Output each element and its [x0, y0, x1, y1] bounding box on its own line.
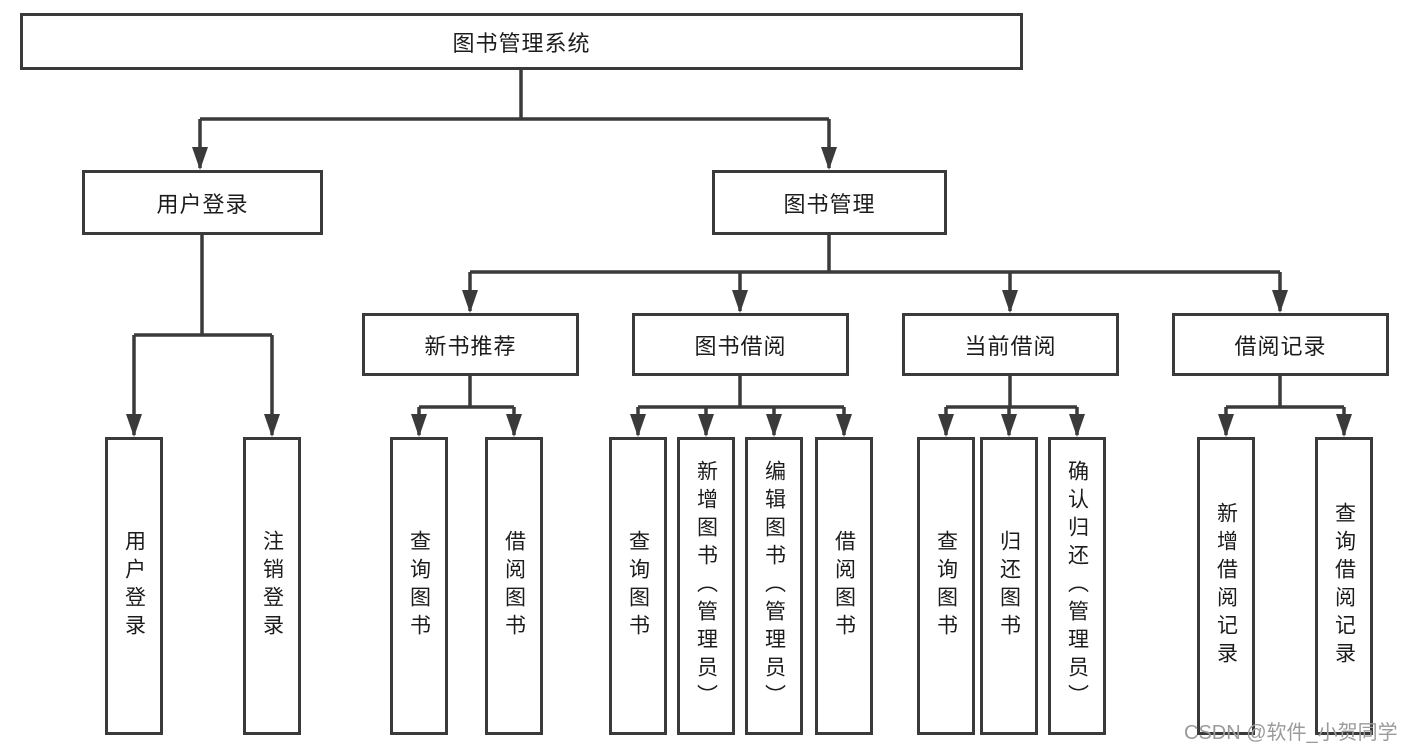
- leaf-bb-borrow-books: 借阅图书: [815, 437, 873, 735]
- arrow-icon: [462, 290, 478, 313]
- leaf-bb-edit-books-admin: 编辑图书（管理员）: [745, 437, 803, 735]
- node-label: 图书管理系统: [452, 30, 591, 56]
- node-label: 新增借阅记录: [1214, 502, 1238, 670]
- node-label: 图书管理: [783, 191, 876, 217]
- leaf-br-add-record: 新增借阅记录: [1197, 437, 1255, 735]
- leaf-cb-return-books: 归还图书: [980, 437, 1038, 735]
- leaf-bb-add-books-admin: 新增图书（管理员）: [677, 437, 735, 735]
- arrow-icon: [192, 147, 208, 170]
- arrow-icon: [1336, 414, 1352, 437]
- node-label: 借阅记录: [1234, 333, 1327, 359]
- node-borrow-records: 借阅记录: [1172, 313, 1389, 376]
- node-label: 编辑图书（管理员）: [762, 460, 786, 712]
- arrow-icon: [1272, 290, 1288, 313]
- leaf-rec-query-books: 查询图书: [390, 437, 448, 735]
- node-new-book-recommend: 新书推荐: [362, 313, 579, 376]
- arrow-icon: [698, 414, 714, 437]
- arrow-icon: [732, 290, 748, 313]
- connector-root-to-level2: [198, 70, 831, 168]
- leaf-br-query-record: 查询借阅记录: [1315, 437, 1373, 735]
- leaf-rec-borrow-books: 借阅图书: [485, 437, 543, 735]
- node-system-root: 图书管理系统: [20, 13, 1023, 70]
- node-label: 用户登录: [122, 530, 146, 642]
- arrow-icon: [411, 414, 427, 437]
- node-label: 查询图书: [407, 530, 431, 642]
- csdn-watermark: CSDN @软件_小贺同学: [1184, 722, 1398, 744]
- arrow-icon: [264, 414, 280, 437]
- node-label: 注销登录: [260, 530, 284, 642]
- node-label: 借阅图书: [832, 530, 856, 642]
- connector-borrowrecords-branch: [1224, 375, 1346, 435]
- arrow-icon: [630, 414, 646, 437]
- leaf-logout: 注销登录: [243, 437, 301, 735]
- arrow-icon: [938, 414, 954, 437]
- node-label: 查询借阅记录: [1332, 502, 1356, 670]
- arrow-icon: [821, 147, 837, 170]
- node-book-management: 图书管理: [712, 170, 947, 235]
- arrow-icon: [126, 414, 142, 437]
- node-current-borrow: 当前借阅: [902, 313, 1119, 376]
- arrow-icon: [1002, 290, 1018, 313]
- arrow-icon: [1069, 414, 1085, 437]
- arrow-icon: [506, 414, 522, 437]
- node-label: 新书推荐: [424, 333, 517, 359]
- node-user-login: 用户登录: [82, 170, 323, 235]
- node-label: 借阅图书: [502, 530, 526, 642]
- leaf-cb-confirm-return-admin: 确认归还（管理员）: [1048, 437, 1106, 735]
- connector-newbook-branch: [417, 375, 516, 435]
- leaf-bb-query-books: 查询图书: [609, 437, 667, 735]
- leaf-user-login: 用户登录: [105, 437, 163, 735]
- node-label: 新增图书（管理员）: [694, 460, 718, 712]
- node-label: 查询图书: [626, 530, 650, 642]
- node-label: 归还图书: [997, 530, 1021, 642]
- arrow-icon: [1218, 414, 1234, 437]
- arrow-icon: [836, 414, 852, 437]
- connector-bookmgmt-to-level3: [468, 235, 1282, 311]
- connector-userlogin-branch: [132, 235, 274, 435]
- node-label: 图书借阅: [694, 333, 787, 359]
- node-label: 用户登录: [156, 191, 249, 217]
- connector-bookborrow-branch: [636, 375, 846, 435]
- node-label: 查询图书: [934, 530, 958, 642]
- node-book-borrow: 图书借阅: [632, 313, 849, 376]
- leaf-cb-query-books: 查询图书: [917, 437, 975, 735]
- node-label: 当前借阅: [964, 333, 1057, 359]
- node-label: 确认归还（管理员）: [1065, 460, 1089, 712]
- arrow-icon: [1001, 414, 1017, 437]
- arrow-icon: [766, 414, 782, 437]
